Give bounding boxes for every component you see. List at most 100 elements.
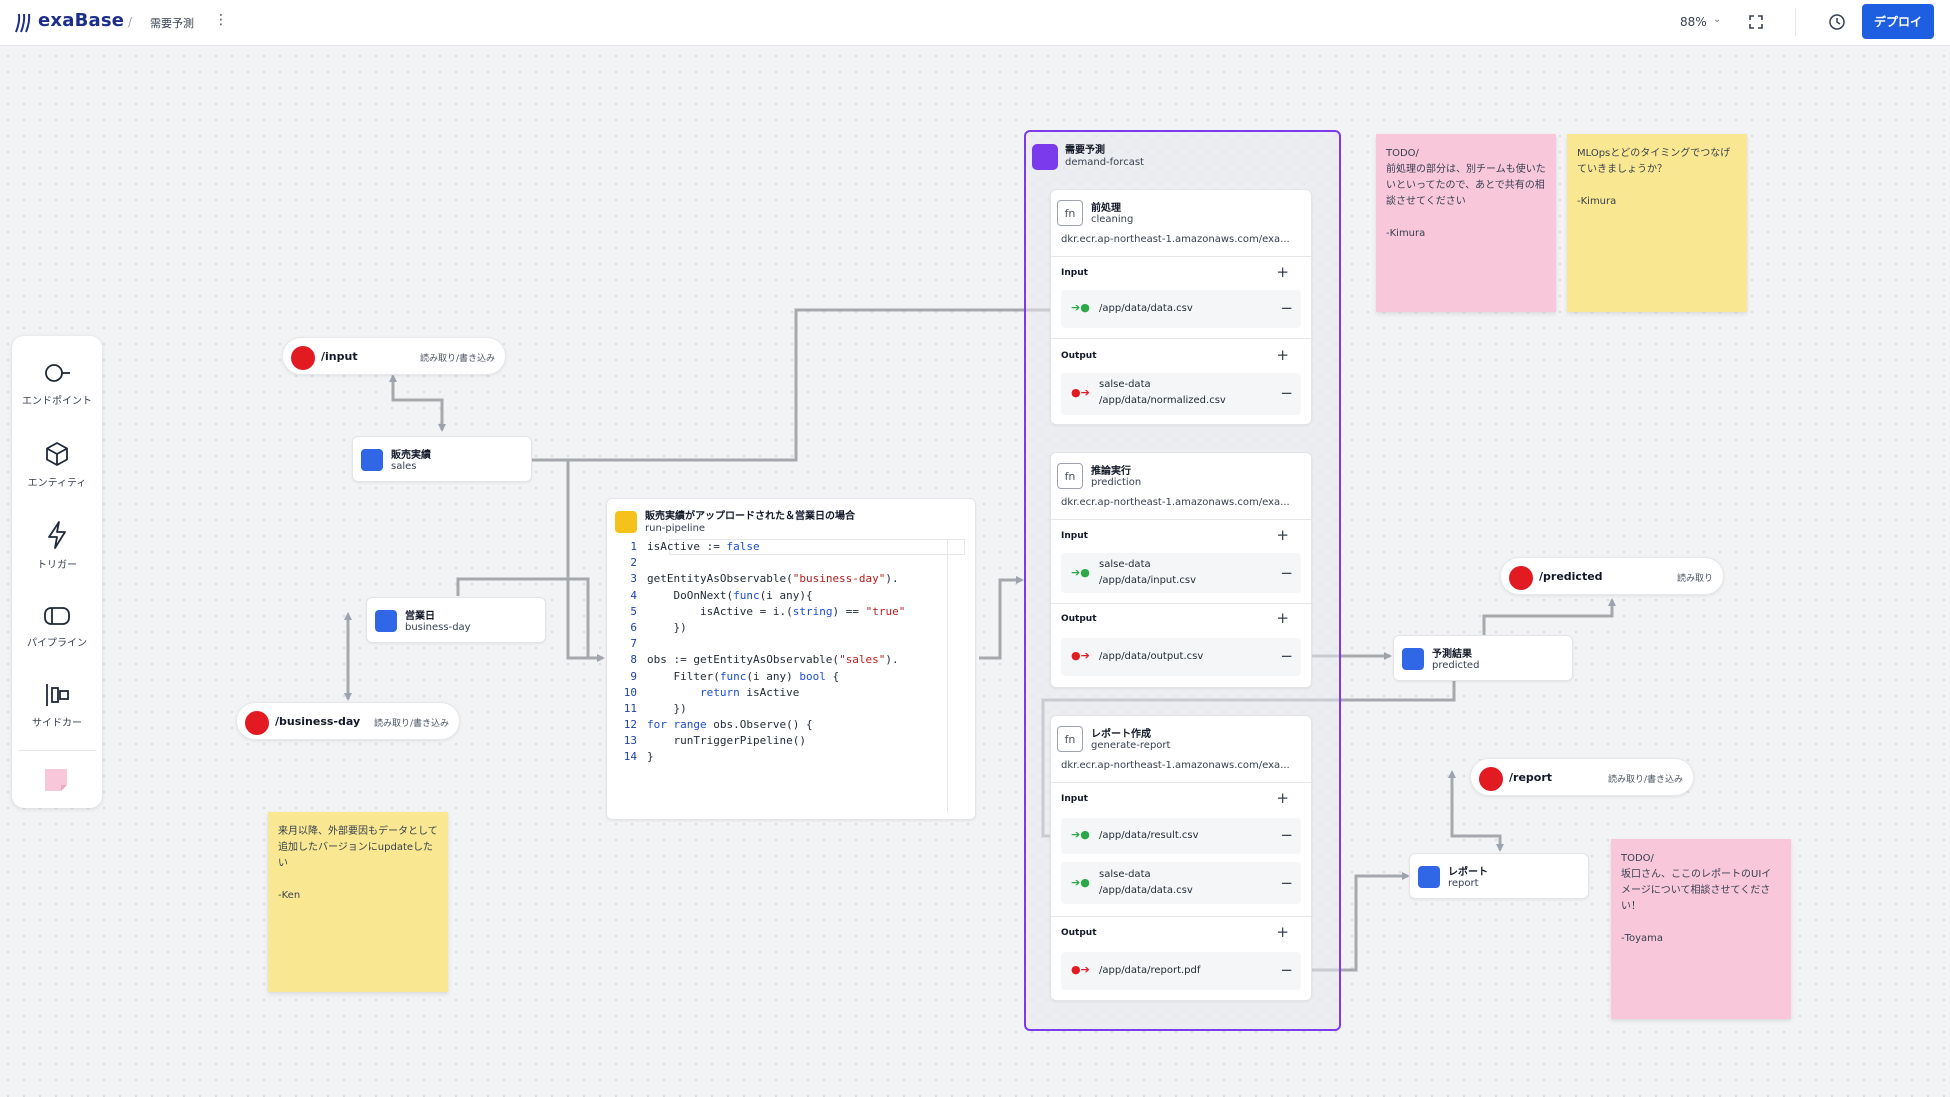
remove-io-button[interactable]: − <box>1280 299 1293 317</box>
add-input-button[interactable]: + <box>1276 526 1289 544</box>
function-generate-report[interactable]: fn レポート作成 generate-report dkr.ecr.ap-nor… <box>1050 715 1312 1001</box>
top-bar: exaBase / 需要予測 ⋮ 88% ⌄ デプロイ <box>0 0 1950 46</box>
code-token: (i any) <box>746 669 800 683</box>
fullscreen-icon[interactable] <box>1748 14 1764 30</box>
code-token: runTriggerPipeline() <box>647 734 806 748</box>
project-name[interactable]: 需要予測 <box>150 17 194 30</box>
endpoint-report[interactable]: /report 読み取り/書き込み <box>1470 758 1694 796</box>
remove-io-button[interactable]: − <box>1280 564 1293 582</box>
input-row[interactable]: ➔● /app/data/data.csv − <box>1061 290 1301 328</box>
code-token: false <box>726 540 760 553</box>
endpoint-path: /report <box>1509 771 1553 784</box>
endpoint-icon <box>291 346 315 370</box>
io-path: /app/data/output.csv <box>1099 651 1204 662</box>
code-token: range <box>673 718 707 732</box>
endpoint-mode: 読み取り/書き込み <box>1607 775 1683 785</box>
add-input-button[interactable]: + <box>1276 263 1289 281</box>
palette-endpoint[interactable]: エンドポイント <box>12 360 102 407</box>
output-row[interactable]: ●➔ salse-data /app/data/normalized.csv − <box>1061 373 1301 415</box>
line-number: 14 <box>623 750 637 764</box>
sticky-note-icon[interactable] <box>44 768 68 792</box>
code-ruler <box>947 539 948 813</box>
entity-report[interactable]: レポート report <box>1409 853 1589 899</box>
function-cleaning[interactable]: fn 前処理 cleaning dkr.ecr.ap-northeast-1.a… <box>1050 189 1312 425</box>
code-token: }) <box>647 701 687 715</box>
palette-entity[interactable]: エンティティ <box>12 440 102 489</box>
trigger-icon <box>48 521 66 549</box>
section-divider <box>1051 256 1311 257</box>
section-divider <box>1051 519 1311 520</box>
palette-label: パイプライン <box>27 638 87 649</box>
endpoint-predicted[interactable]: /predicted 読み取り <box>1500 557 1724 595</box>
input-header: Input <box>1061 794 1088 804</box>
code-line[interactable]: 9 Filter(func(i any) bool { <box>607 669 959 685</box>
output-row[interactable]: ●➔ /app/data/report.pdf − <box>1061 952 1301 990</box>
output-row[interactable]: ●➔ /app/data/output.csv − <box>1061 638 1301 676</box>
function-prediction[interactable]: fn 推論実行 prediction dkr.ecr.ap-northeast-… <box>1050 452 1312 688</box>
remove-io-button[interactable]: − <box>1280 384 1293 402</box>
input-row[interactable]: ➔● /app/data/result.csv − <box>1061 818 1301 854</box>
line-number: 7 <box>630 637 637 651</box>
remove-io-button[interactable]: − <box>1280 647 1293 665</box>
chevron-down-icon[interactable]: ⌄ <box>1713 14 1722 25</box>
code-line[interactable]: 14} <box>607 749 959 765</box>
code-line[interactable]: 4 DoOnNext(func(i any){ <box>607 588 959 604</box>
line-number: 8 <box>630 653 637 667</box>
section-divider <box>1051 916 1311 917</box>
code-current-line <box>669 539 965 555</box>
sticky-note-ken[interactable]: 来月以降、外部要因もデータとして追加したバージョンにupdateしたい -Ken <box>268 812 448 992</box>
entity-business-day[interactable]: 営業日 business-day <box>366 597 546 643</box>
code-line[interactable]: 11 }) <box>607 701 959 717</box>
code-token: ) == <box>832 604 866 618</box>
io-path: /app/data/report.pdf <box>1099 965 1201 976</box>
palette-sidecar[interactable]: サイドカー <box>12 682 102 729</box>
palette-divider <box>18 750 96 751</box>
entity-name: 予測結果 <box>1432 649 1472 660</box>
add-output-button[interactable]: + <box>1276 609 1289 627</box>
remove-io-button[interactable]: − <box>1280 874 1293 892</box>
deploy-button[interactable]: デプロイ <box>1862 4 1934 39</box>
code-token: } <box>647 750 654 764</box>
code-token: obs := getEntityAsObservable( <box>647 653 840 667</box>
entity-icon <box>375 610 397 632</box>
remove-io-button[interactable]: − <box>1280 961 1293 979</box>
sticky-note-toyama[interactable]: TODO/ 坂口さん、ここのレポートのUIイメージについて相談させてください！ … <box>1611 839 1791 1019</box>
function-name: 前処理 <box>1091 203 1121 214</box>
endpoint-input[interactable]: /input 読み取り/書き込み <box>282 337 506 375</box>
pipeline-icon <box>44 607 70 625</box>
endpoint-business-day[interactable]: /business-day 読み取り/書き込み <box>236 702 460 740</box>
input-row[interactable]: ➔● salse-data /app/data/input.csv − <box>1061 553 1301 593</box>
entity-predicted[interactable]: 予測結果 predicted <box>1393 635 1573 681</box>
code-line[interactable]: 13 runTriggerPipeline() <box>607 733 959 749</box>
code-token: isActive = i.( <box>647 604 793 618</box>
entity-sales[interactable]: 販売実績 sales <box>352 436 532 482</box>
code-line[interactable]: 5 isActive = i.(string) == "true" <box>607 604 959 620</box>
output-arrow-icon: ●➔ <box>1071 649 1090 662</box>
code-line[interactable]: 7 <box>607 636 959 652</box>
line-number: 5 <box>630 604 637 618</box>
add-input-button[interactable]: + <box>1276 789 1289 807</box>
code-line[interactable]: 2 <box>607 555 959 571</box>
code-token: obs.Observe() { <box>706 718 813 732</box>
more-menu-icon[interactable]: ⋮ <box>214 12 228 28</box>
code-line[interactable]: 10 return isActive <box>607 685 959 701</box>
sticky-note-kimura-todo[interactable]: TODO/ 前処理の部分は、別チームも使いたいといってたので、あとで共有の相談さ… <box>1376 134 1556 312</box>
code-token: for <box>647 718 667 732</box>
history-icon[interactable] <box>1828 13 1846 31</box>
sticky-note-kimura-mlops[interactable]: MLOpsとどのタイミングでつなげていきましょうか？ -Kimura <box>1567 134 1747 312</box>
remove-io-button[interactable]: − <box>1280 826 1293 844</box>
code-line[interactable]: 6 }) <box>607 620 959 636</box>
add-output-button[interactable]: + <box>1276 923 1289 941</box>
zoom-level[interactable]: 88% <box>1680 15 1707 29</box>
line-number: 4 <box>630 588 637 602</box>
input-row[interactable]: ➔● salse-data /app/data/data.csv − <box>1061 862 1301 904</box>
palette-trigger[interactable]: トリガー <box>12 520 102 571</box>
add-output-button[interactable]: + <box>1276 346 1289 364</box>
palette-pipeline[interactable]: パイプライン <box>12 604 102 649</box>
